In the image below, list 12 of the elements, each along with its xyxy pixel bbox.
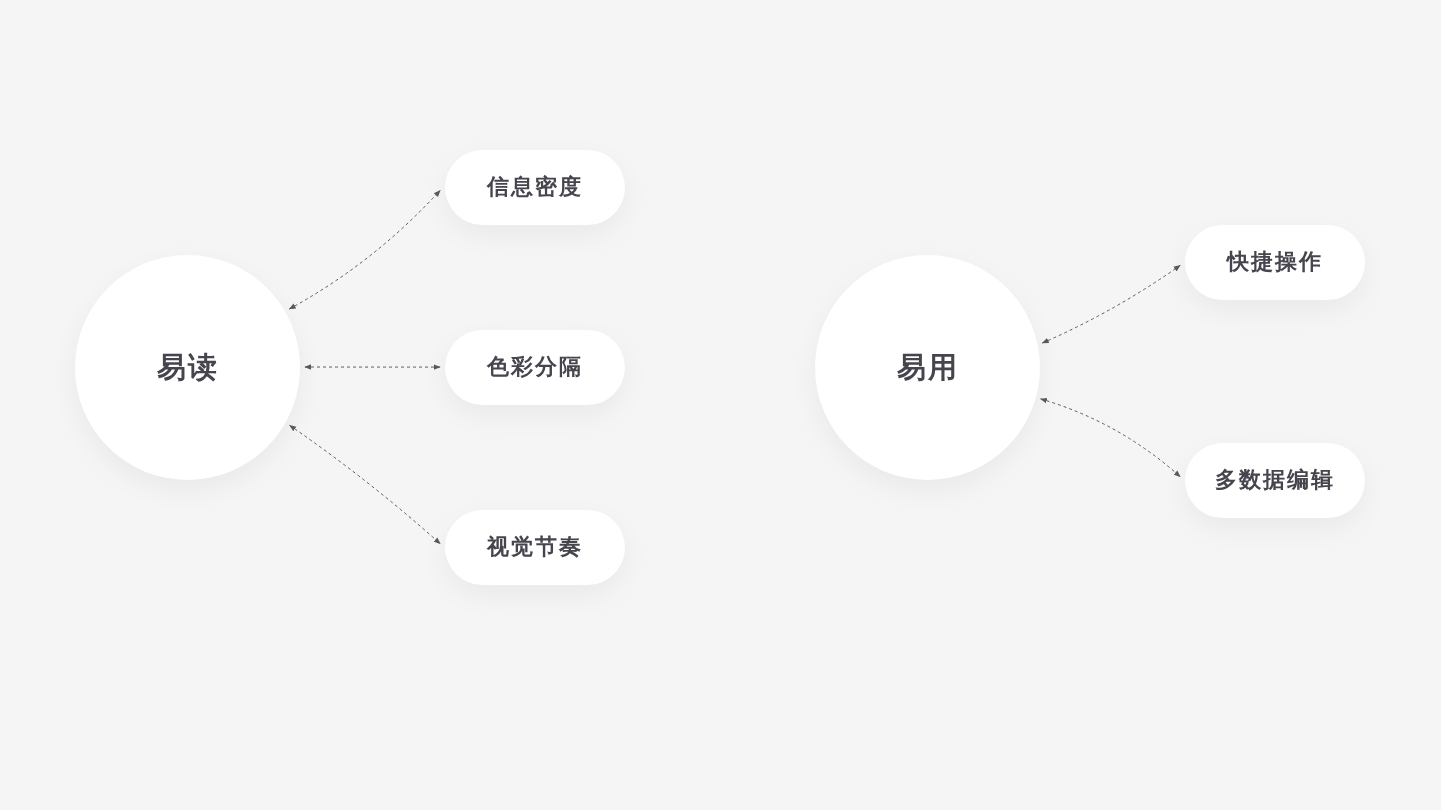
double-arrow xyxy=(1040,398,1181,478)
double-arrow xyxy=(289,424,441,545)
subtopic-pill: 色彩分隔 xyxy=(445,330,625,405)
subtopic-pill: 信息密度 xyxy=(445,150,625,225)
topic-circle: 易读 xyxy=(75,255,300,480)
subtopic-pill: 视觉节奏 xyxy=(445,510,625,585)
double-arrow xyxy=(304,364,441,370)
double-arrow xyxy=(1041,265,1181,344)
topic-circle: 易用 xyxy=(815,255,1040,480)
subtopic-pill: 多数据编辑 xyxy=(1185,443,1365,518)
double-arrow xyxy=(288,189,441,310)
subtopic-pill: 快捷操作 xyxy=(1185,225,1365,300)
